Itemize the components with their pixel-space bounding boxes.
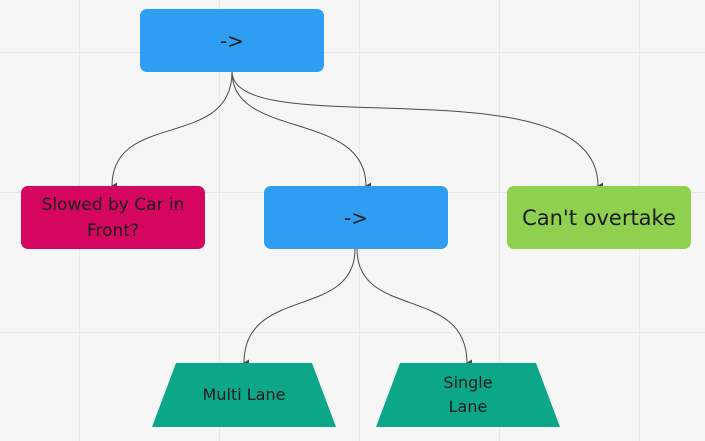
edge-root-to-slowed xyxy=(111,71,233,190)
slowed-condition-label: Slowed by Car in Front? xyxy=(41,194,185,241)
edge-seq2-to-multi-lane xyxy=(243,248,356,367)
edge-root-to-cant-overtake xyxy=(231,71,604,190)
second-sequence-node[interactable]: -> xyxy=(264,186,448,249)
single-lane-shape[interactable] xyxy=(376,363,560,427)
slowed-condition-node[interactable]: Slowed by Car in Front? xyxy=(21,186,205,249)
cant-overtake-node[interactable]: Can't overtake xyxy=(507,186,691,249)
root-sequence-label: -> xyxy=(220,28,244,53)
multi-lane-node[interactable]: Multi Lane xyxy=(152,363,336,427)
cant-overtake-label: Can't overtake xyxy=(522,205,676,230)
second-sequence-label: -> xyxy=(344,205,368,230)
multi-lane-label: Multi Lane xyxy=(202,385,286,404)
single-lane-node[interactable]: Single Lane xyxy=(376,363,560,427)
single-lane-label: Single Lane xyxy=(443,373,493,416)
edge-root-to-seq2 xyxy=(231,71,372,190)
edge-seq2-to-single-lane xyxy=(356,248,473,367)
root-sequence-node[interactable]: -> xyxy=(140,9,324,72)
multi-lane-shape[interactable] xyxy=(152,363,336,427)
